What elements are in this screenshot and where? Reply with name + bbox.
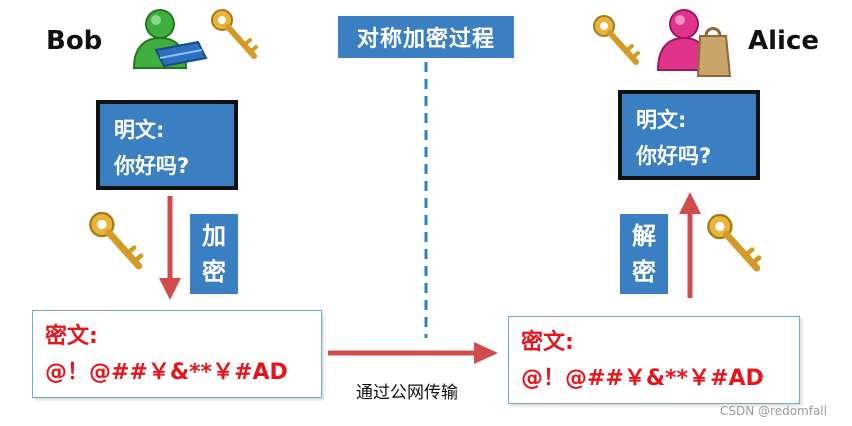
alice-name: Alice bbox=[748, 26, 819, 56]
bob-name: Bob bbox=[46, 26, 103, 56]
key-icon bbox=[89, 211, 144, 270]
encrypt-arrow bbox=[159, 196, 181, 300]
alice-ciphertext-box: 密文: @！@##￥&**￥#AD bbox=[508, 316, 800, 404]
encrypt-label-box: 加 密 bbox=[190, 214, 238, 294]
transfer-arrow bbox=[328, 342, 498, 364]
channel-label: 通过公网传输 bbox=[356, 383, 458, 403]
bob-plaintext-label: 明文: bbox=[114, 118, 165, 142]
alice-user-icon bbox=[656, 9, 732, 77]
bob-ciphertext-value: @！@##￥&**￥#AD bbox=[45, 360, 288, 385]
key-icon bbox=[211, 9, 258, 59]
decrypt-label-char-2: 密 bbox=[632, 258, 656, 286]
bob-plaintext-box: 明文: 你好吗? bbox=[96, 100, 238, 190]
key-icon bbox=[707, 213, 762, 272]
bob-ciphertext-label: 密文: bbox=[45, 324, 98, 349]
bob-plaintext-value: 你好吗? bbox=[114, 154, 190, 178]
encrypt-label-char-1: 加 bbox=[202, 222, 226, 250]
bob-user-icon bbox=[132, 9, 208, 69]
decrypt-label-char-1: 解 bbox=[632, 222, 656, 250]
key-icon bbox=[593, 15, 640, 65]
diagram-title: 对称加密过程 bbox=[338, 16, 514, 58]
watermark: CSDN @redomfall bbox=[720, 404, 827, 418]
bob-ciphertext-box: 密文: @！@##￥&**￥#AD bbox=[32, 310, 322, 398]
alice-ciphertext-value: @！@##￥&**￥#AD bbox=[521, 366, 764, 391]
alice-plaintext-box: 明文: 你好吗? bbox=[618, 90, 760, 180]
decrypt-arrow bbox=[679, 192, 701, 298]
alice-ciphertext-label: 密文: bbox=[521, 330, 574, 355]
alice-plaintext-value: 你好吗? bbox=[636, 144, 712, 168]
decrypt-label-box: 解 密 bbox=[620, 214, 668, 294]
center-divider bbox=[424, 62, 428, 338]
alice-plaintext-label: 明文: bbox=[636, 108, 687, 132]
encrypt-label-char-2: 密 bbox=[202, 258, 226, 286]
